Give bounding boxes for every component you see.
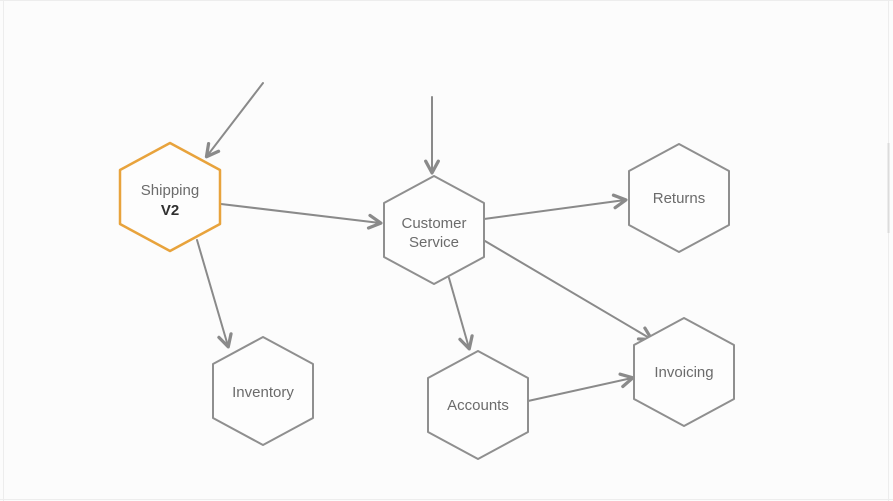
edge-external-to-shipping <box>204 82 264 159</box>
edge-shipping-to-customer-service <box>220 203 383 230</box>
node-accounts: Accounts <box>427 350 529 460</box>
edge-customer-service-to-accounts <box>448 277 474 351</box>
node-accounts-label: Accounts <box>447 397 509 414</box>
node-customer-service: Customer Service <box>383 175 485 285</box>
node-shipping-hexagon[interactable] <box>118 141 222 253</box>
edge-customer-service-to-returns <box>483 193 628 220</box>
node-shipping: Shipping V2 <box>118 141 222 253</box>
node-shipping-label: Shipping <box>141 182 199 199</box>
node-customer-service-label-line1: Customer <box>401 215 466 232</box>
node-inventory-label: Inventory <box>232 384 294 401</box>
node-invoicing-hexagon[interactable] <box>633 317 735 427</box>
node-shipping-sublabel: V2 <box>161 202 179 219</box>
node-accounts-hexagon[interactable] <box>427 350 529 460</box>
node-inventory: Inventory <box>212 336 314 446</box>
node-inventory-hexagon[interactable] <box>212 336 314 446</box>
node-returns-hexagon[interactable] <box>628 143 730 253</box>
edge-shipping-to-inventory <box>196 239 233 349</box>
node-customer-service-hexagon[interactable] <box>383 175 485 285</box>
node-customer-service-label-line2: Service <box>409 234 459 251</box>
node-invoicing-label: Invoicing <box>654 364 713 381</box>
node-returns: Returns <box>628 143 730 253</box>
edge-accounts-to-invoicing <box>527 372 635 402</box>
node-invoicing: Invoicing <box>633 317 735 427</box>
node-returns-label: Returns <box>653 190 706 207</box>
edge-customer-service-to-invoicing <box>484 240 654 342</box>
